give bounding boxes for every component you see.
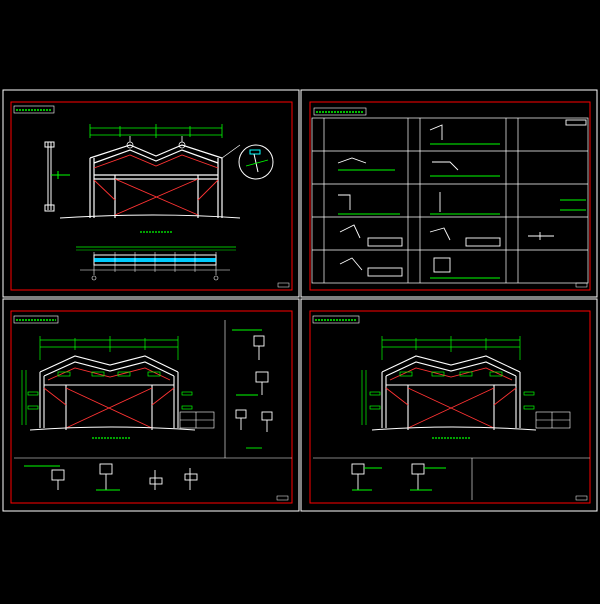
portal-frame-braces-4 [385, 367, 517, 429]
apex-markers [126, 136, 186, 149]
member-schedule-grid [311, 117, 589, 284]
top-dimension [89, 124, 223, 138]
sheet-3-stamp [276, 495, 289, 501]
detail-bubble [221, 144, 274, 180]
plan-view [76, 246, 236, 281]
portal-ground-line [29, 426, 196, 431]
callout-tags [27, 371, 193, 410]
sheet-4-frame [309, 310, 591, 504]
portal-frame-members-4 [381, 355, 521, 430]
connection-details-bottom [24, 463, 198, 491]
sheet-1-stamp [277, 282, 290, 288]
callout-tags-4 [369, 371, 535, 410]
frame-columns [89, 158, 223, 218]
sheet-3-border [2, 298, 300, 512]
sheet-1-border [2, 89, 300, 298]
connection-details-right [232, 329, 273, 449]
sheet-4-title-block [312, 315, 360, 324]
portal-ground-line-4 [371, 426, 537, 431]
ground-line [59, 214, 241, 219]
notes-table [179, 411, 215, 429]
sheet-1-content [13, 105, 290, 288]
frame-dimensions-4 [361, 336, 521, 425]
sheet-borders [2, 89, 598, 512]
sheet-frames [10, 101, 591, 504]
column-detail [44, 141, 70, 212]
sheet-2-stamp [575, 282, 588, 288]
sheet-2-border [300, 89, 598, 298]
sheet-4-stamp [575, 495, 588, 501]
sheet-3-title-block [13, 315, 59, 324]
frame-braces [93, 154, 219, 216]
sheet-1-frame [10, 101, 293, 291]
portal-frame-braces [43, 367, 175, 429]
frame-dimensions [21, 336, 179, 425]
portal-frame-members [39, 355, 179, 430]
sheet-2-frame [309, 101, 591, 291]
sheet-2-title-block [313, 107, 367, 116]
sheet-4-border [300, 298, 598, 512]
notes-table-4 [535, 411, 571, 429]
sheet-1-title-block [13, 105, 55, 114]
schedule-sketches [337, 119, 587, 279]
connection-details-4 [351, 463, 446, 491]
sheet-2-content [311, 107, 589, 288]
sheet-3-frame [10, 310, 293, 504]
sheet-3-content [13, 315, 292, 501]
sheet-4-content [312, 315, 590, 501]
